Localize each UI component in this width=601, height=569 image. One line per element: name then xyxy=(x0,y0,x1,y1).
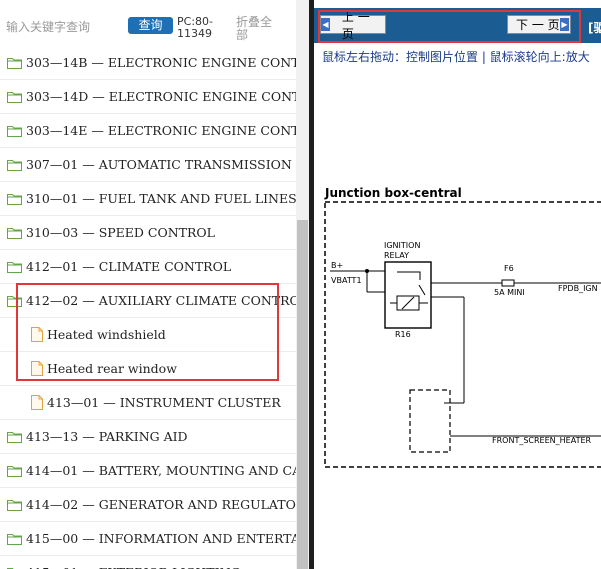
viewer-hint: 鼠标左右拖动：控制图片位置 | 鼠标滚轮向上:放大 xyxy=(322,50,590,64)
tree-item-label: 413—13 — PARKING AID xyxy=(26,429,188,444)
folder-icon xyxy=(7,295,22,307)
schematic-title: Junction box-central xyxy=(325,186,462,200)
tree-folder-item[interactable]: 413—13 — PARKING AID xyxy=(0,420,296,454)
bplus-label: B+ xyxy=(331,261,344,270)
tree-folder-item[interactable]: 415—00 — INFORMATION AND ENTERTAINMENT xyxy=(0,522,296,556)
tree-item-label: Heated rear window xyxy=(47,361,177,376)
fuse-label: F6 xyxy=(504,264,514,273)
relay-label-2: RELAY xyxy=(384,251,409,260)
file-icon xyxy=(31,361,43,376)
tree-item-label: 413—01 — INSTRUMENT CLUSTER xyxy=(47,395,281,410)
tree-folder-item[interactable]: 415—01 — EXTERIOR LIGHTING xyxy=(0,556,296,569)
wiring-schematic[interactable]: Junction box-central IGNITION RELAY B+ V… xyxy=(324,185,601,475)
viewer-panel: ◀ 上 一 页 下 一 页 ▶ [驱 鼠标左右拖动：控制图片位置 | 鼠标滚轮向… xyxy=(309,0,601,569)
fuse-rating-label: 5A MINI xyxy=(494,288,525,297)
tree-folder-item[interactable]: 303—14D — ELECTRONIC ENGINE CONTROL xyxy=(0,80,296,114)
tree-file-item[interactable]: Heated rear window xyxy=(0,352,296,386)
tree-item-label: Heated windshield xyxy=(47,327,166,342)
resistor-label: R16 xyxy=(395,330,411,339)
file-icon xyxy=(31,327,43,342)
folder-icon xyxy=(7,125,22,137)
tree-item-label: 303—14E — ELECTRONIC ENGINE CONTROL xyxy=(26,123,296,138)
arrow-right-icon: ▶ xyxy=(560,18,569,31)
fpdb-label: FPDB_IGN xyxy=(558,284,598,293)
folder-icon xyxy=(7,57,22,69)
tree-folder-item[interactable]: 303—14E — ELECTRONIC ENGINE CONTROL xyxy=(0,114,296,148)
folder-icon xyxy=(7,193,22,205)
folder-icon xyxy=(7,159,22,171)
tree-item-label: 310—03 — SPEED CONTROL xyxy=(26,225,215,240)
tree-item-label: 307—01 — AUTOMATIC TRANSMISSION xyxy=(26,157,292,172)
arrow-left-icon: ◀ xyxy=(321,18,330,31)
tree-item-label: 415—01 — EXTERIOR LIGHTING xyxy=(26,565,241,569)
folder-icon xyxy=(7,227,22,239)
tree-list: 303—14B — ELECTRONIC ENGINE CONTROL 303—1… xyxy=(0,46,296,569)
tree-item-label: 310—01 — FUEL TANK AND FUEL LINES xyxy=(26,191,296,206)
vbatt-label: VBATT1 xyxy=(331,276,362,285)
relay-label: IGNITION xyxy=(384,241,421,250)
tree-folder-item[interactable]: 414—02 — GENERATOR AND REGULATOR xyxy=(0,488,296,522)
tree-file-item[interactable]: 413—01 — INSTRUMENT CLUSTER xyxy=(0,386,296,420)
schematic-drawing xyxy=(324,201,601,468)
tree-folder-item[interactable]: 412—02 — AUXILIARY CLIMATE CONTROL xyxy=(0,284,296,318)
scrollbar-thumb[interactable] xyxy=(297,220,308,569)
nav-highlight-annotation xyxy=(318,10,581,43)
tree-item-label: 412—02 — AUXILIARY CLIMATE CONTROL xyxy=(26,293,296,308)
tree-item-label: 414—01 — BATTERY, MOUNTING AND CABLES xyxy=(26,463,296,478)
tree-folder-item[interactable]: 414—01 — BATTERY, MOUNTING AND CABLES xyxy=(0,454,296,488)
tree-file-item[interactable]: Heated windshield xyxy=(0,318,296,352)
tree-item-label: 412—01 — CLIMATE CONTROL xyxy=(26,259,232,274)
folder-icon xyxy=(7,431,22,443)
tree-item-label: 415—00 — INFORMATION AND ENTERTAINMENT xyxy=(26,531,296,546)
folder-icon xyxy=(7,499,22,511)
diagram-viewer: ◀ 上 一 页 下 一 页 ▶ [驱 鼠标左右拖动：控制图片位置 | 鼠标滚轮向… xyxy=(314,0,601,569)
tree-item-label: 303—14D — ELECTRONIC ENGINE CONTROL xyxy=(26,89,296,104)
tree-folder-item[interactable]: 307—01 — AUTOMATIC TRANSMISSION xyxy=(0,148,296,182)
tree-item-label: 414—02 — GENERATOR AND REGULATOR xyxy=(26,497,296,512)
tree-folder-item[interactable]: 310—03 — SPEED CONTROL xyxy=(0,216,296,250)
tree-folder-item[interactable]: 412—01 — CLIMATE CONTROL xyxy=(0,250,296,284)
prev-page-label: 上 一 页 xyxy=(341,9,370,41)
collapse-all-button[interactable]: 折叠全部 xyxy=(236,15,273,42)
next-page-label: 下 一 页 xyxy=(516,18,560,32)
heater-label: FRONT_SCREEN_HEATER xyxy=(492,436,592,445)
tree-folder-item[interactable]: 303—14B — ELECTRONIC ENGINE CONTROL xyxy=(0,46,296,80)
search-input[interactable] xyxy=(6,17,124,37)
diagram-title-fragment: [驱 xyxy=(588,21,601,35)
folder-icon xyxy=(7,91,22,103)
prev-page-button[interactable]: ◀ 上 一 页 xyxy=(320,10,386,41)
tree-item-label: 303—14B — ELECTRONIC ENGINE CONTROL xyxy=(26,55,296,70)
search-button[interactable]: 查询 xyxy=(128,17,173,34)
next-page-button[interactable]: 下 一 页 ▶ xyxy=(507,15,571,34)
tree-panel: 查询 PC:80-11349 折叠全部 303—14B — ELECTRONIC… xyxy=(0,0,309,569)
page-nav-bar: ◀ 上 一 页 下 一 页 ▶ [驱 xyxy=(314,8,601,43)
file-icon xyxy=(31,395,43,410)
search-bar: 查询 PC:80-11349 折叠全部 xyxy=(0,0,309,48)
folder-icon xyxy=(7,261,22,273)
pc-label: PC:80-11349 xyxy=(177,15,213,40)
tree-folder-item[interactable]: 310—01 — FUEL TANK AND FUEL LINES xyxy=(0,182,296,216)
folder-icon xyxy=(7,533,22,545)
folder-icon xyxy=(7,465,22,477)
